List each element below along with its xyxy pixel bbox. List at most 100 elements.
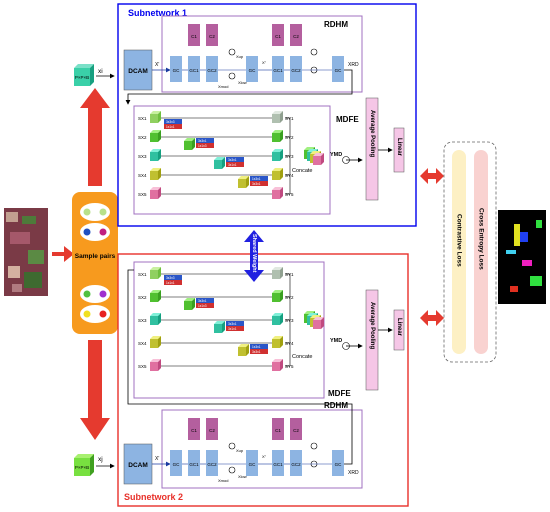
subnetwork2-title: Subnetwork 2 — [124, 492, 183, 502]
conv-block — [250, 344, 268, 349]
conv-block-label: 1x3x1 — [252, 345, 261, 349]
mdfe-input-label: SX3 — [138, 318, 147, 323]
conv-block-label: 3x3x1 — [252, 182, 261, 186]
conv-block-label: 1x1x3 — [198, 144, 207, 148]
cross-entropy-label: Cross Entropy Loss — [478, 208, 485, 270]
conv-block-label: 3x1x1 — [228, 327, 237, 331]
svg-text:Xlow: Xlow — [238, 474, 247, 479]
mdfe-output-cube — [272, 267, 283, 279]
mdfe-mid-cube — [238, 176, 249, 188]
svg-text:C1: C1 — [191, 34, 197, 39]
double-arrow-bottom — [420, 310, 444, 326]
conv-block-label: 3x3x1 — [228, 158, 237, 162]
conv-block-label: 1x3x1 — [252, 177, 261, 181]
mdfe-output-label: SY2 — [285, 295, 294, 300]
mdfe-input-cube — [150, 111, 161, 123]
conv-block-label: 3x3x1 — [198, 139, 207, 143]
svg-text:C2: C2 — [293, 428, 299, 433]
mdfe-output-cube — [272, 290, 283, 302]
mdfe-input-label: SX3 — [138, 154, 147, 159]
svg-text:X'': X'' — [262, 454, 266, 459]
conv-block-label: 3x3x1 — [198, 299, 207, 303]
linear-top — [393, 127, 405, 173]
classification-map — [498, 210, 546, 304]
dcam-label-bottom: DCAM — [128, 462, 148, 469]
svg-text:Xup: Xup — [236, 448, 244, 453]
mdfe-output-label: SY1 — [285, 272, 294, 277]
mdfe-output-label: SY1 — [285, 116, 294, 121]
arrow-up-to-xi — [80, 88, 110, 186]
linear-bottom — [393, 309, 405, 351]
double-arrow-top — [420, 168, 444, 184]
mdfe-mid-cube — [214, 321, 225, 333]
subnetwork1-title: Subnetwork 1 — [128, 8, 187, 18]
rdhm-blocks-bottom: GC GC1 C1 GC2 C2 Xup Xmod Xlow GC X'' GC… — [170, 418, 344, 483]
conv-block — [164, 280, 182, 285]
mdfe-output-cube — [272, 168, 283, 180]
mdfe-box-bottom — [133, 261, 325, 399]
conv-block — [226, 162, 244, 167]
concate-cube — [313, 153, 324, 165]
mdfe-input-cube — [150, 267, 161, 279]
svg-text:GC2: GC2 — [207, 68, 217, 73]
mdfe-input-label: SX2 — [138, 295, 147, 300]
svg-text:GC: GC — [335, 68, 343, 73]
conv-block-label: 1x1x1 — [166, 125, 175, 129]
xi-label: xi — [98, 68, 103, 75]
svg-text:GC1: GC1 — [273, 462, 283, 467]
conv-block — [196, 143, 214, 148]
svg-text:GC2: GC2 — [207, 462, 217, 467]
linear-label-bottom: Linear — [396, 318, 402, 337]
patch-cube-top: P×P×B — [74, 64, 94, 86]
concate-label-bottom: Concate — [292, 354, 313, 360]
mdfe-input-label: SX4 — [138, 341, 147, 346]
mdfe-output-cube — [272, 313, 283, 325]
sample-pairs-label: Sample pairs — [75, 253, 116, 260]
svg-text:Xmod: Xmod — [218, 84, 228, 89]
mdfe-output-label: SY4 — [285, 341, 294, 346]
shared-weight-arrow: Shared Weight — [244, 230, 264, 282]
mdfe-input-label: SX4 — [138, 173, 147, 178]
mdfe-input-cube — [150, 187, 161, 199]
mdfe-input-cube — [150, 149, 161, 161]
cross-entropy-bar — [474, 150, 488, 354]
loss-panel — [443, 141, 497, 363]
conv-block — [226, 157, 244, 162]
conv-block-label: 3x3x1 — [228, 322, 237, 326]
conv-block — [250, 176, 268, 181]
mdfe-mid-cube — [184, 298, 195, 310]
conv-block-label: 1x1x1 — [166, 281, 175, 285]
conv-block — [196, 298, 214, 303]
mdfe-input-label: SX1 — [138, 272, 147, 277]
conv-block-label: 3x3x3 — [166, 120, 175, 124]
svg-text:GC2: GC2 — [291, 462, 301, 467]
mdfe-output-label: SY3 — [285, 318, 294, 323]
svg-text:GC1: GC1 — [189, 462, 199, 467]
svg-text:GC: GC — [173, 68, 181, 73]
ymd-label-bottom: YMD — [330, 338, 342, 344]
conv-block — [164, 119, 182, 124]
svg-text:C1: C1 — [275, 34, 281, 39]
svg-text:GC: GC — [249, 462, 257, 467]
mdfe-output-cube — [272, 359, 283, 371]
mdfe-mid-cube — [184, 138, 195, 150]
avg-pooling-bottom — [365, 289, 379, 391]
x-prime-label-top: X' — [155, 62, 159, 68]
arrow-down-to-xj — [80, 340, 110, 440]
conv-block — [250, 181, 268, 186]
svg-text:Xlow: Xlow — [238, 80, 247, 85]
rdhm-box-bottom — [161, 409, 363, 489]
mdfe-input-cube — [150, 359, 161, 371]
subnetwork2-box — [117, 253, 409, 507]
mdfe-box-top — [133, 105, 331, 215]
mdfe-output-label: SY5 — [285, 192, 294, 197]
mdfe-input-cube — [150, 313, 161, 325]
conv-block-label: 3x3x3 — [166, 276, 175, 280]
concate-cube — [313, 317, 324, 329]
conv-block — [226, 326, 244, 331]
xrd-label-top: XRD — [348, 62, 359, 68]
rdhm-title-top: RDHM — [324, 20, 348, 29]
